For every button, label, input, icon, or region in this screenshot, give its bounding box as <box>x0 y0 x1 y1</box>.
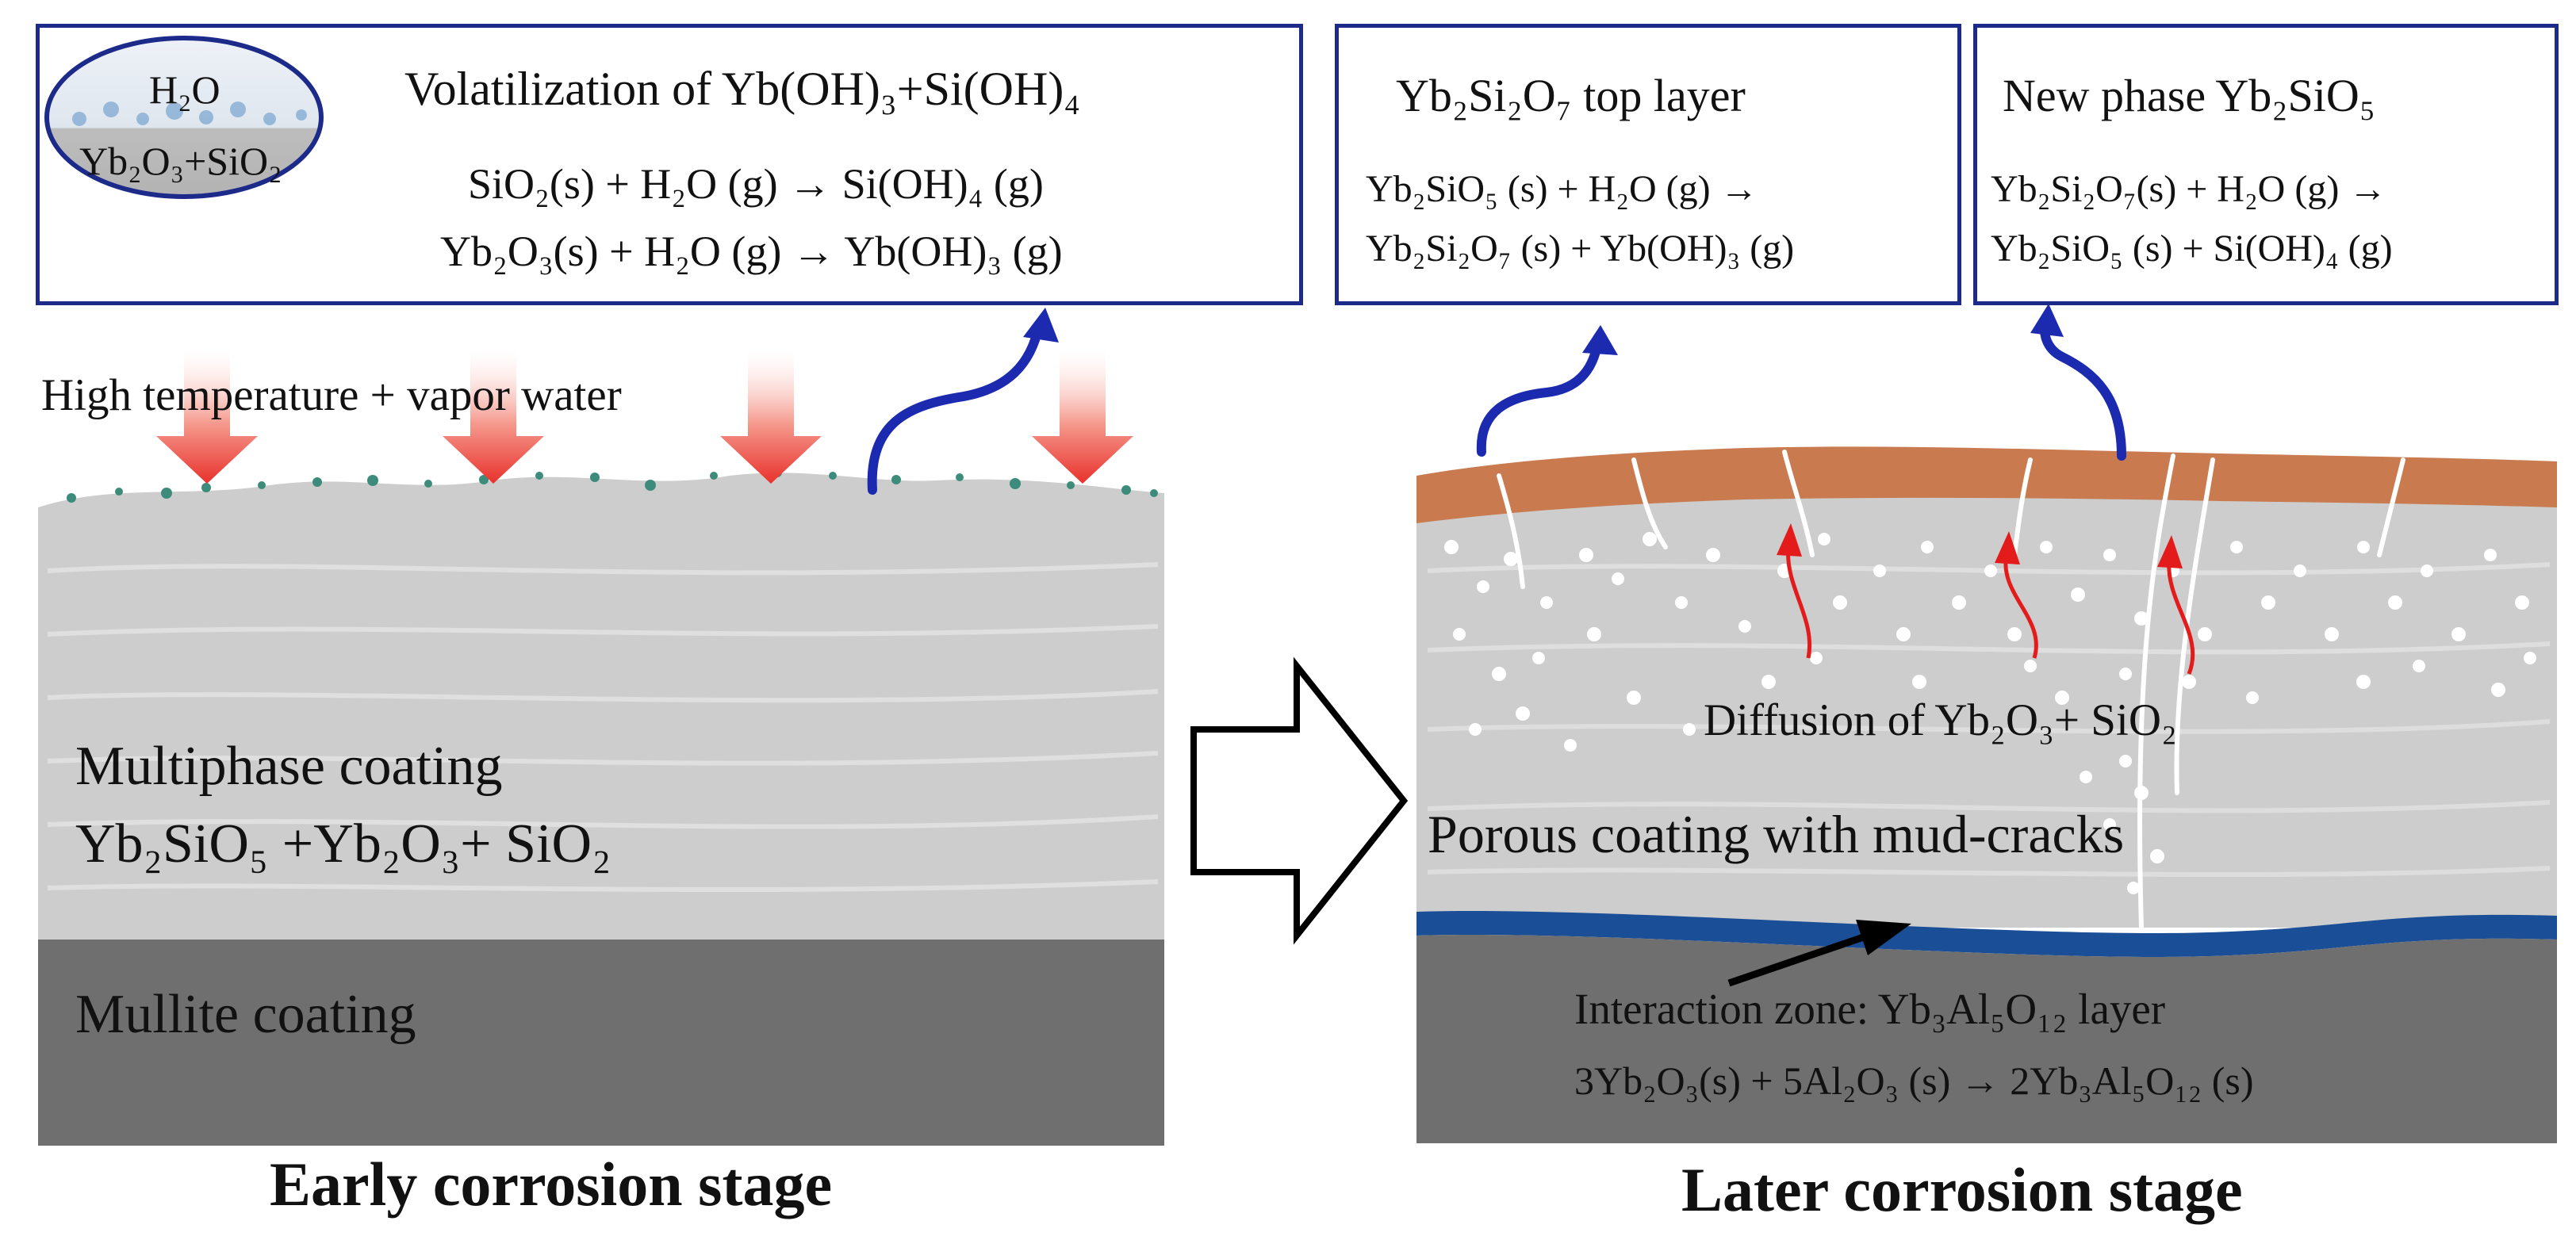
inset-h2o-label: H₂O <box>149 67 220 112</box>
interaction-zone-band <box>1416 911 2557 957</box>
mud-cracks <box>1497 450 2405 930</box>
interaction-zone-label: Interaction zone: Yb₃Al₅O₁₂ layer <box>1574 985 2166 1033</box>
new-phase-eq2: Yb₂SiO₅ (s) + Si(OH)₄ (g) <box>1991 228 2393 270</box>
down-arrow-4 <box>1032 349 1133 484</box>
water-vapor-inset <box>44 36 324 199</box>
porous-texture <box>1427 562 2551 878</box>
multiphase-composition-label: Yb₂SiO₅ +Yb₂O₃+ SiO₂ <box>75 813 611 875</box>
new-phase-box <box>1973 24 2559 305</box>
later-stage-caption: Later corrosion stage <box>1681 1155 2243 1224</box>
down-arrow-2 <box>443 349 544 484</box>
mullite-coating-label: Mullite coating <box>75 984 416 1045</box>
early-coating-block <box>38 308 1164 1146</box>
top-layer-eq2: Yb₂Si₂O₇ (s) + Yb(OH)₃ (g) <box>1366 228 1795 270</box>
env-label: High temperature + vapor water <box>41 370 622 420</box>
new-phase-vapor-arrow <box>2040 316 2126 461</box>
new-phase-eq1: Yb₂Si₂O₇(s) + H₂O (g) → <box>1991 168 2387 210</box>
inset-oxide-label: Yb₂O₃+SiO₂ <box>79 139 282 183</box>
stage-transition-arrow <box>1190 656 1409 945</box>
porous-coating-label: Porous coating with mud-cracks <box>1428 804 2125 864</box>
top-layer-yb2si2o7 <box>1416 446 2557 523</box>
volatilization-box <box>36 24 1303 305</box>
volatilization-title: Volatilization of Yb(OH)₃+Si(OH)₄ <box>404 63 1081 115</box>
early-stage-caption: Early corrosion stage <box>270 1150 833 1219</box>
volatilization-eq1: SiO₂(s) + H₂O (g) → Si(OH)₄ (g) <box>468 160 1044 208</box>
interaction-pointer-arrowhead <box>1856 920 1911 955</box>
down-arrow-1 <box>156 349 258 484</box>
down-arrow-3 <box>720 349 822 484</box>
coating-texture <box>47 562 1159 893</box>
volatilization-arrow <box>867 320 1044 495</box>
new-phase-title: New phase Yb₂SiO₅ <box>2003 70 2376 121</box>
mullite-later-layer <box>1416 935 2557 1143</box>
top-layer-vapor-arrowhead <box>1582 325 1618 355</box>
inset-ellipse-outline <box>44 36 324 199</box>
diffusion-arrows <box>1786 546 2195 675</box>
multiphase-coating-label: Multiphase coating <box>75 736 503 797</box>
diffusion-arrowheads <box>1777 523 2183 568</box>
top-layer-eq1: Yb₂SiO₅ (s) + H₂O (g) → <box>1366 168 1758 210</box>
interaction-equation: 3Yb₂O₃(s) + 5Al₂O₃ (s) → 2Yb₃Al₅O₁₂ (s) <box>1574 1058 2254 1103</box>
top-layer-box <box>1335 24 1961 305</box>
interaction-pointer-arrow <box>1727 928 1881 987</box>
top-layer-vapor-arrow <box>1476 336 1603 457</box>
mullite-coating-layer <box>38 940 1164 1146</box>
volatilization-arrowhead <box>1023 308 1059 343</box>
diffusion-label: Diffusion of Yb₂O₃+ SiO₂ <box>1704 695 2177 745</box>
new-phase-vapor-arrowhead <box>2030 304 2064 337</box>
top-layer-title: Yb₂Si₂O₇ top layer <box>1396 70 1746 121</box>
vapor-down-arrows <box>156 349 1133 484</box>
surface-deposits <box>67 468 1158 503</box>
volatilization-eq2: Yb₂O₃(s) + H₂O (g) → Yb(OH)₃ (g) <box>440 228 1063 275</box>
later-coating-block <box>1416 304 2557 1143</box>
pores <box>1444 532 2536 894</box>
